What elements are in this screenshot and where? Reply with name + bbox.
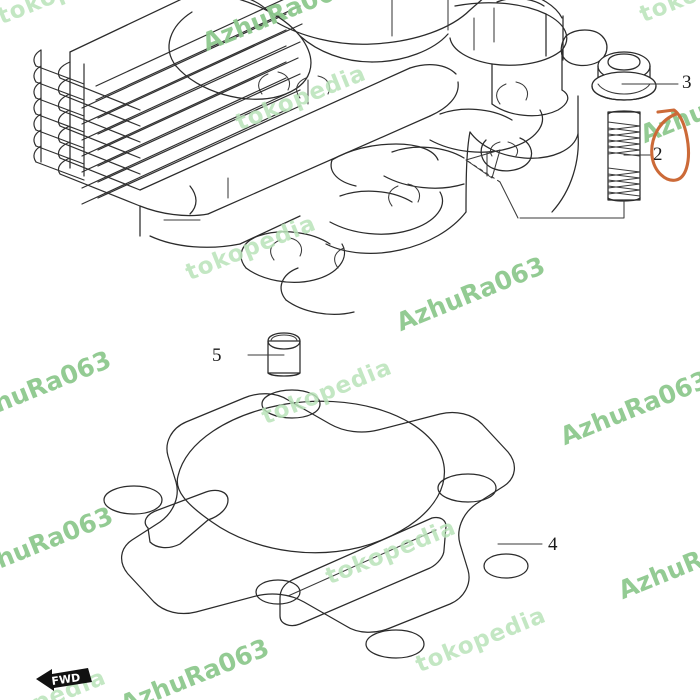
dowel-pin-drawing <box>267 332 301 377</box>
thread-lower <box>607 167 641 197</box>
stud-leader-line <box>465 149 625 219</box>
thread-upper <box>607 121 641 157</box>
highlight-ring-part-2 <box>642 104 698 190</box>
callout-number-4: 4 <box>548 534 558 555</box>
callout-number-5: 5 <box>212 345 222 366</box>
callout-leader-lines <box>247 83 679 545</box>
fwd-direction-marker: FWD <box>36 666 96 692</box>
stud-bolt-drawing <box>607 110 641 202</box>
callout-number-3: 3 <box>682 72 692 93</box>
fwd-label: FWD <box>51 671 81 688</box>
cooling-fins <box>33 0 303 207</box>
lower-bosses <box>240 108 543 315</box>
gasket-drawing <box>103 389 529 659</box>
flange-nut-drawing <box>591 51 657 101</box>
cylinder-block-drawing <box>33 0 608 315</box>
callout-number-2: 2 <box>653 144 663 165</box>
